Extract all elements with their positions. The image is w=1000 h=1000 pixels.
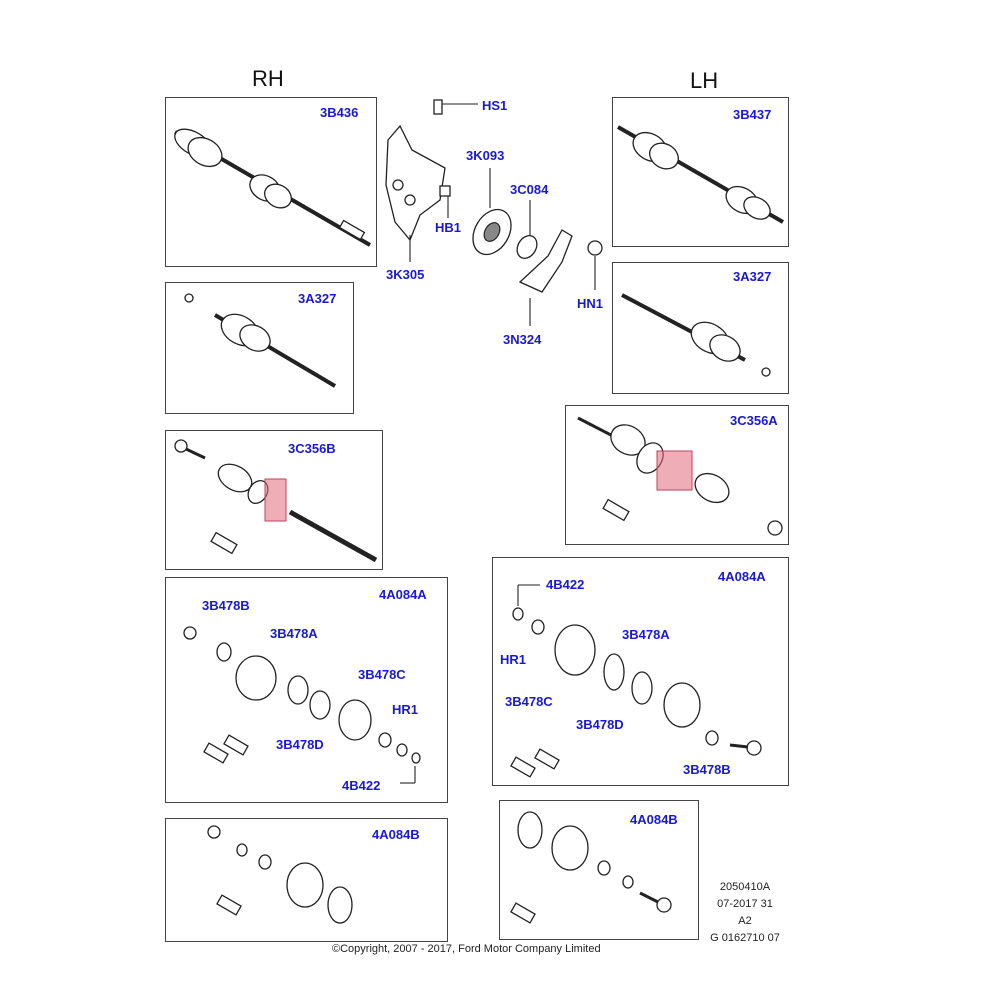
rh-driveshaft-box — [165, 97, 377, 267]
label-3c356a: 3C356A — [730, 413, 778, 428]
lh-joint-highlight — [656, 450, 693, 491]
label-3b478b-lh: 3B478B — [683, 762, 731, 777]
lh-driveshaft-box — [612, 97, 789, 247]
label-3c356b: 3C356B — [288, 441, 336, 456]
label-3c084: 3C084 — [510, 182, 549, 197]
rh-boot-kit-b-drawing — [207, 825, 353, 924]
label-3k093: 3K093 — [466, 148, 505, 163]
label-3b478d-lh: 3B478D — [576, 717, 624, 732]
reference-line-4: G 0162710 07 — [710, 932, 780, 944]
label-hn1: HN1 — [577, 296, 604, 311]
label-3b478a-lh: 3B478A — [622, 627, 670, 642]
rh-joint-highlight — [264, 478, 287, 522]
label-hs1: HS1 — [482, 98, 508, 113]
centre-bearing-drawing — [385, 99, 603, 326]
label-3b436: 3B436 — [320, 105, 359, 120]
label-3a327-rh: 3A327 — [298, 291, 337, 306]
label-hr1-rh: HR1 — [392, 702, 419, 717]
reference-line-2: 07-2017 31 — [717, 898, 773, 910]
rh-boot-kit-drawing — [183, 626, 421, 784]
label-3b437: 3B437 — [733, 107, 772, 122]
lh-boot-kit-b-drawing — [510, 811, 672, 924]
label-4a084b-rh: 4A084B — [372, 827, 420, 842]
label-3n324: 3N324 — [503, 332, 542, 347]
lh-heading: LH — [690, 68, 719, 93]
label-4a084a-rh: 4A084A — [379, 587, 427, 602]
label-3a327-lh: 3A327 — [733, 269, 772, 284]
label-hb1: HB1 — [435, 220, 462, 235]
rh-inner-joint-drawing — [184, 293, 337, 388]
label-4a084b-lh: 4A084B — [630, 812, 678, 827]
rh-heading: RH — [252, 66, 284, 91]
reference-line-3: A2 — [738, 915, 752, 927]
label-3b478c-lh: 3B478C — [505, 694, 553, 709]
label-hr1-lh: HR1 — [500, 652, 527, 667]
lh-joint-drawing — [577, 416, 783, 536]
label-3k305: 3K305 — [386, 267, 425, 282]
lh-inner-joint-drawing — [621, 293, 771, 377]
rh-joint-drawing — [174, 439, 378, 563]
reference-block: 2050410A 07-2017 31 A2 G 0162710 07 — [690, 879, 800, 947]
label-4a084a-lh: 4A084A — [718, 569, 766, 584]
label-3b478c-rh: 3B478C — [358, 667, 406, 682]
copyright-text: ©Copyright, 2007 - 2017, Ford Motor Comp… — [332, 943, 601, 955]
rh-driveshaft-drawing — [173, 128, 372, 247]
label-3b478d-rh: 3B478D — [276, 737, 324, 752]
label-3b478a-rh: 3B478A — [270, 626, 318, 641]
label-4b422-rh: 4B422 — [342, 778, 381, 793]
label-3b478b-rh: 3B478B — [202, 598, 250, 613]
lh-boot-kit-drawing — [510, 584, 762, 778]
label-4b422-lh: 4B422 — [546, 577, 585, 592]
lh-driveshaft-drawing — [617, 125, 784, 224]
reference-line-1: 2050410A — [719, 881, 771, 893]
